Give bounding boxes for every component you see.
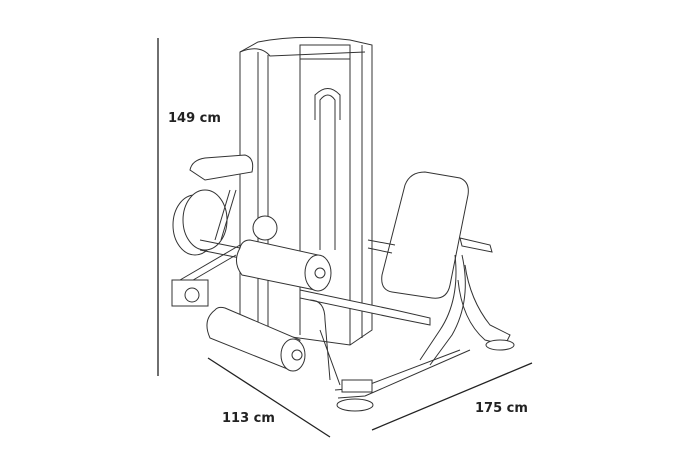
seat-back-pad: [381, 171, 469, 299]
width-label: 175 cm: [475, 401, 528, 416]
machine: [171, 36, 515, 412]
seat-beam: [299, 289, 431, 326]
weight-guide-slot: [314, 88, 341, 250]
upper-roller-end: [304, 254, 332, 292]
base-frame: [309, 299, 471, 399]
lower-roller-end: [280, 338, 306, 372]
depth-label: 113 cm: [222, 411, 275, 426]
front-foot: [336, 398, 374, 412]
adjustment-handle: [459, 237, 493, 253]
depth-dimension-line: [207, 357, 331, 438]
rear-leg: [457, 264, 511, 346]
height-label: 149 cm: [168, 111, 221, 126]
width-dimension-line: [371, 362, 533, 431]
thigh-pad: [189, 154, 254, 181]
